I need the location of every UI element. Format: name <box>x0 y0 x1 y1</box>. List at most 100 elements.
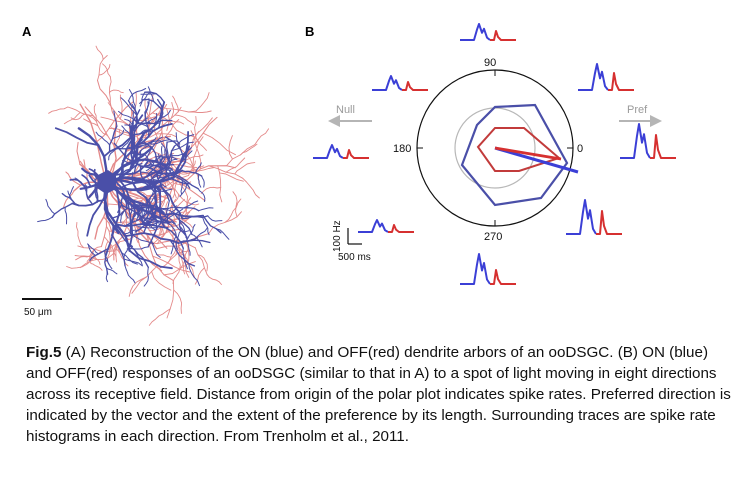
dendrite-branch <box>151 112 187 136</box>
polar-label-270: 270 <box>484 231 502 243</box>
dendrite-branch <box>173 173 199 190</box>
soma <box>97 170 116 194</box>
dendrite-branch <box>137 226 158 229</box>
dendrite-branch <box>84 106 115 147</box>
dendrite-branch <box>103 180 131 252</box>
dendrite-branch <box>207 215 223 222</box>
dendrite-branch <box>120 204 129 219</box>
on-trace-180 <box>313 144 344 159</box>
dendrite-branch <box>200 186 222 195</box>
dendrite-branch <box>242 177 260 199</box>
dendrite-branch <box>127 87 147 102</box>
dendrite-branch <box>71 199 107 207</box>
dendrite-branch <box>186 165 236 181</box>
null-label: Null <box>336 104 355 116</box>
dendrite-branch <box>208 211 242 235</box>
dendrite-branch <box>108 147 120 161</box>
dendrite-branch <box>129 245 149 268</box>
dendrite-branch <box>198 207 214 212</box>
dendrite-branch <box>104 258 113 270</box>
dendrite-branch <box>48 106 69 114</box>
trace-225 <box>358 219 414 233</box>
dendrite-branch <box>155 254 172 258</box>
dendrite-branch <box>188 263 201 287</box>
caption-text: (A) Reconstruction of the ON (blue) and … <box>26 344 731 445</box>
dendrite-branch <box>54 127 100 146</box>
trace-270 <box>460 253 516 285</box>
dendrite-branch <box>113 142 134 163</box>
dendrite-branch <box>192 136 204 175</box>
dendrite-branch <box>149 153 167 160</box>
dendrite-branch <box>121 252 138 265</box>
dendrite-branch <box>172 269 180 285</box>
dendrite-branch <box>100 116 130 126</box>
dendrite-branch <box>144 111 150 138</box>
dendrite-branch <box>166 280 175 319</box>
dendrite-branch <box>184 116 218 160</box>
dendrite-branch <box>193 226 209 241</box>
dendrite-branch <box>155 133 177 138</box>
dendrite-branch <box>224 198 242 223</box>
dendrite-arbor-reconstruction <box>37 45 270 326</box>
dendrite-branch <box>111 129 125 140</box>
dendrite-branch <box>142 101 166 135</box>
dendrite-branch <box>160 221 164 237</box>
dendrite-branch <box>141 98 163 111</box>
dendrite-branch <box>129 200 133 224</box>
dendrite-branch <box>51 202 74 218</box>
dendrite-branch <box>226 144 256 167</box>
polar-label-0: 0 <box>577 143 583 155</box>
dendrite-branch <box>174 114 195 126</box>
dendrite-branch <box>110 207 128 220</box>
dendrite-branch <box>197 254 208 272</box>
dendrite-branch <box>170 102 175 119</box>
dendrite-branch <box>111 127 131 137</box>
dendrite-branch <box>173 212 193 236</box>
dendrite-branch <box>129 112 134 135</box>
panel-a-label: A <box>22 24 32 39</box>
dendrite-branch <box>88 115 108 136</box>
dendrite-branch <box>96 101 134 143</box>
dendrite-branch <box>108 76 112 104</box>
dendrite-branch <box>167 250 190 264</box>
dendrite-branch <box>139 91 146 107</box>
scale-bar-a-label: 50 μm <box>24 307 52 318</box>
dendrite-branch <box>144 91 165 103</box>
dendrite-branch <box>135 200 149 222</box>
dendrite-branch <box>86 248 95 262</box>
dendrite-branch <box>175 229 182 250</box>
dendrite-branch <box>123 258 143 267</box>
dendrite-branch <box>202 214 222 234</box>
dendrite-branch <box>124 232 180 244</box>
dendrite-branch <box>89 247 109 261</box>
dendrite-branch <box>145 157 157 172</box>
dendrite-branch <box>159 247 178 269</box>
dendrite-branch <box>185 223 196 242</box>
on-trace-90 <box>460 23 491 41</box>
off-response-polygon <box>476 127 562 172</box>
polar-plot: 90 0 180 270 <box>393 57 583 243</box>
dendrite-branch <box>85 185 94 206</box>
dendrite-branch <box>105 181 158 250</box>
dendrite-branch <box>129 200 136 247</box>
off-trace-0 <box>650 134 676 159</box>
dendrite-branch <box>75 255 91 261</box>
dendrite-branch <box>124 207 160 227</box>
dendrite-branch <box>208 165 244 179</box>
dendrite-branch <box>79 103 107 183</box>
dendrite-branch <box>136 119 173 125</box>
dendrite-branch <box>119 94 123 120</box>
dendrite-branch <box>103 134 135 158</box>
dendrite-branch <box>164 173 191 185</box>
dendrite-branch <box>145 116 158 125</box>
dendrite-branch <box>137 123 164 141</box>
dendrite-branch <box>254 128 270 146</box>
dendrite-branch <box>146 140 164 145</box>
dendrite-branch <box>146 187 156 214</box>
dendrite-branch <box>66 260 92 269</box>
on-trace-270 <box>460 253 491 285</box>
dendrite-branch <box>178 211 188 238</box>
dendrite-branch <box>188 160 196 176</box>
off-trace-45 <box>608 72 634 91</box>
dendrite-branch <box>45 198 56 215</box>
